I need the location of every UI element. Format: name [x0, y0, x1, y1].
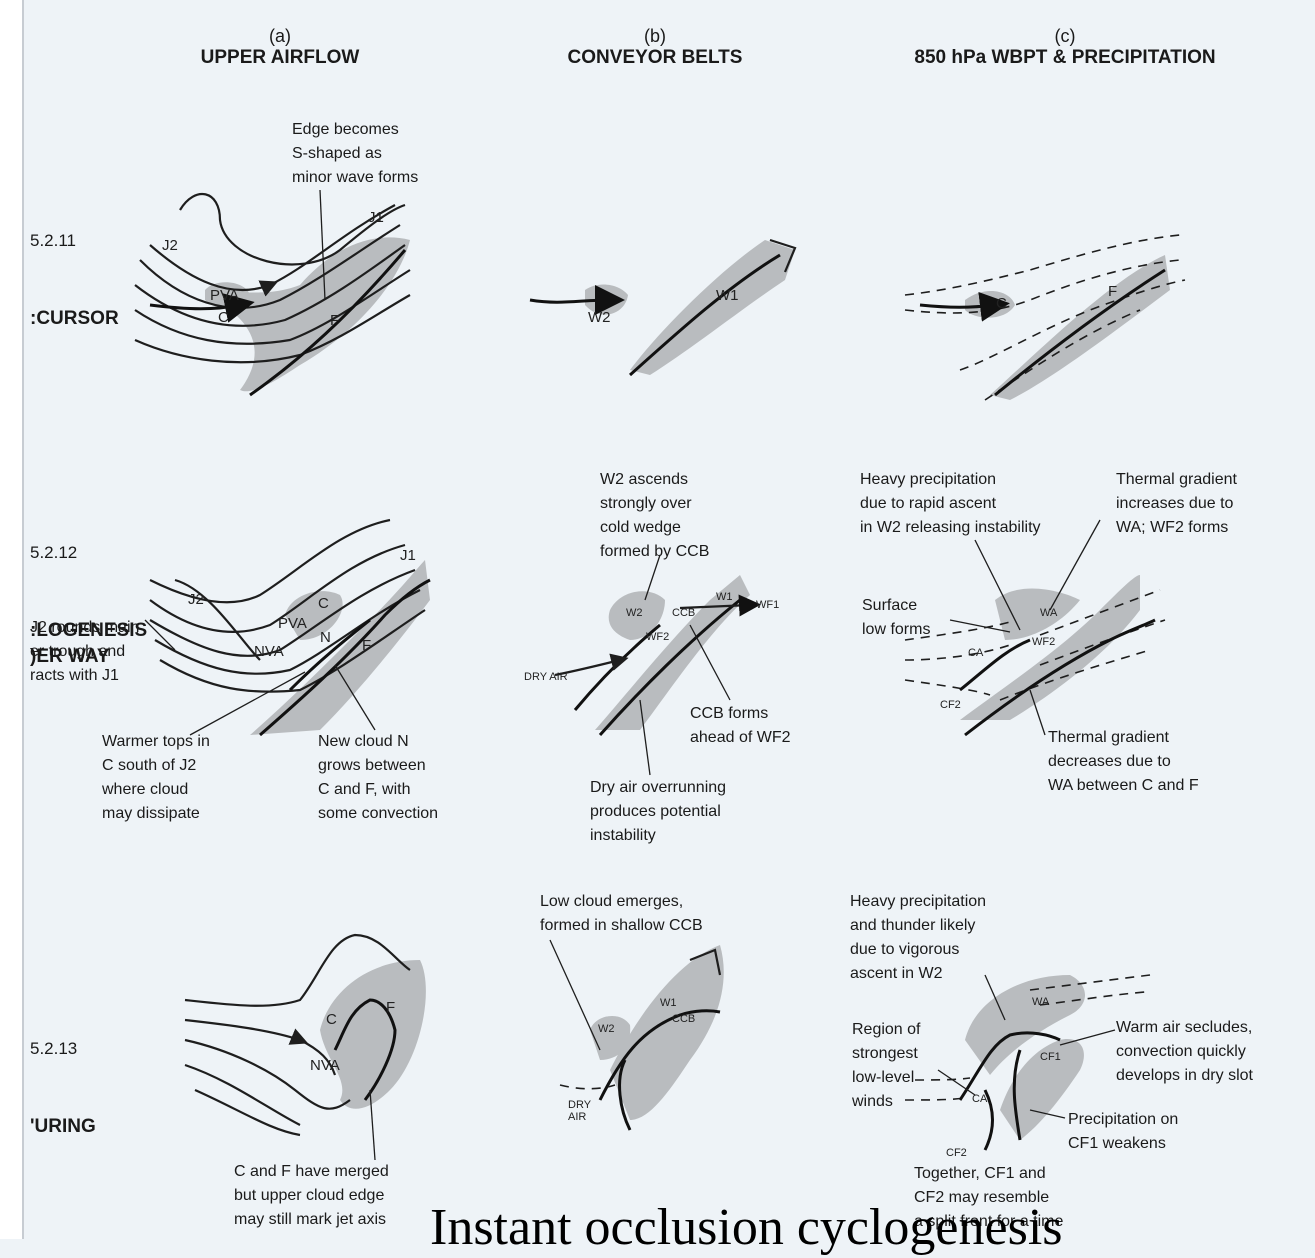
r2-a-pointer-1: [145, 620, 175, 650]
r3-a-panel: C F NVA: [185, 935, 426, 1160]
r2-c-iso-3: [905, 680, 990, 695]
r2-c-tag-ca: CA: [968, 647, 984, 659]
r1-a-cloud: [215, 237, 410, 391]
r1-b-panel: W2 W1: [530, 240, 795, 375]
r1-a-tag-j2: J2: [162, 237, 178, 254]
r2-b-tag-dry-air: DRY AIR: [524, 671, 568, 683]
r1-b-tag-w1: W1: [716, 287, 739, 304]
r2-c-tag-wa: WA: [1040, 607, 1058, 619]
r2-c-iso-1: [905, 622, 1010, 640]
r3-a-tag-nva: NVA: [310, 1057, 340, 1074]
r2-a-tag-j2: J2: [188, 591, 204, 608]
r3-b-tag-w1: W1: [660, 997, 677, 1009]
r2-a-tag-f: F: [362, 637, 371, 654]
r3-b-tag-w2: W2: [598, 1023, 615, 1035]
r2-a-tag-n: N: [320, 629, 331, 646]
r1-a-panel: J2 J1 PVA C F: [135, 190, 410, 395]
r2-b-tag-w2: W2: [626, 607, 643, 619]
r3-a-tag-f: F: [386, 999, 395, 1016]
r1-a-tag-pva: PVA: [210, 287, 239, 304]
r3-c-iso-3: [905, 1098, 965, 1100]
r3-c-panel: WA CF1 CA CF2: [905, 975, 1150, 1159]
r2-b-tag-wf2: WF2: [646, 631, 669, 643]
caption: Instant occlusion cyclogenesis: [430, 1198, 1063, 1258]
r2-a-panel: J2 J1 PVA NVA C N F: [145, 520, 430, 735]
r3-c-tag-ca: CA: [972, 1093, 988, 1105]
r2-b-tag-ccb: CCB: [672, 607, 695, 619]
r1-a-tag-c: C: [218, 309, 229, 326]
r3-b-pointer: [550, 940, 600, 1050]
r2-a-stream-1: [150, 520, 390, 602]
r3-a-stream-5: [195, 1090, 300, 1135]
r2-b-tag-wf1: WF1: [756, 599, 779, 611]
r2-c-tag-cf2: CF2: [940, 699, 961, 711]
r3-b-tag-dry-air: DRYAIR: [568, 1099, 592, 1123]
r3-c-iso-4: [915, 1078, 970, 1080]
r3-c-tag-cf2: CF2: [946, 1147, 967, 1159]
r1-a-tag-j1: J1: [368, 209, 384, 226]
r1-c-panel: C F: [905, 235, 1185, 400]
r2-c-precip-main: [995, 588, 1080, 640]
r3-a-stream-4: [185, 1065, 300, 1125]
r2-a-tag-nva: NVA: [254, 643, 284, 660]
r2-c-iso-2: [905, 645, 1010, 660]
r3-b-tag-ccb: CCB: [672, 1013, 695, 1025]
r1-c-tag-f: F: [1108, 283, 1117, 300]
r1-b-tag-w2: W2: [588, 309, 611, 326]
r1-c-front: [920, 305, 995, 307]
r2-c-panel: WA WF2 CA CF2: [905, 520, 1165, 735]
r2-a-tag-j1: J1: [400, 547, 416, 564]
r2-c-pointer-2: [1050, 520, 1100, 610]
r1-c-tag-c: C: [996, 295, 1007, 312]
r3-c-tag-wa: WA: [1032, 996, 1050, 1008]
r3-c-pointer-2: [1060, 1030, 1115, 1045]
r3-c-tag-cf1: CF1: [1040, 1051, 1061, 1063]
r2-c-pointer-1: [975, 540, 1020, 630]
r2-c-tag-wf2: WF2: [1032, 636, 1055, 648]
r2-a-tag-pva: PVA: [278, 615, 307, 632]
r3-a-tag-c: C: [326, 1011, 337, 1028]
r2-b-panel: W2 CCB W1 WF1 WF2 DRY AIR: [524, 555, 779, 775]
r1-a-tag-f: F: [330, 312, 339, 329]
r2-b-tag-w1: W1: [716, 591, 733, 603]
r2-a-tag-c: C: [318, 595, 329, 612]
